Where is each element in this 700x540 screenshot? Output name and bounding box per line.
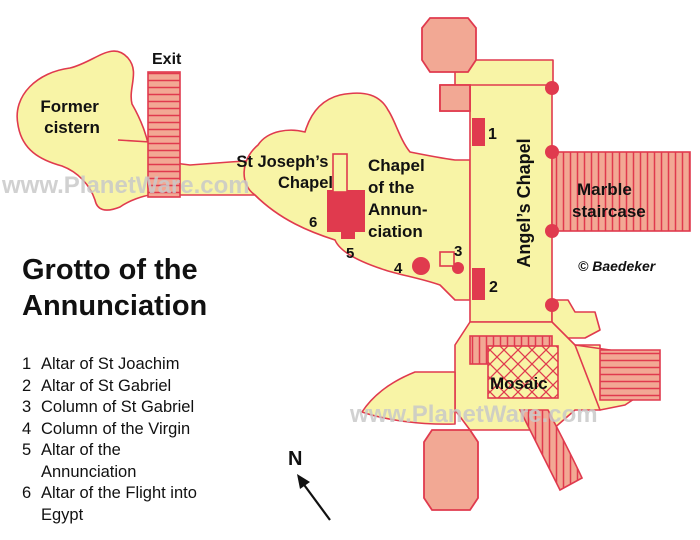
legend-item-text: Column of the Virgin [41, 419, 191, 438]
map-title: Grotto of the Annunciation [22, 252, 207, 324]
mosaic-area [487, 345, 559, 399]
legend-item: 5 Altar of the Annunciation [22, 440, 256, 483]
marker-2: 2 [489, 279, 498, 296]
north-arrow-line [301, 481, 331, 521]
legend-item-number: 3 [22, 398, 32, 416]
pillar-4 [545, 298, 559, 312]
wall-details [332, 153, 455, 267]
legend-item-text: Altar of the Flight into Egypt [41, 484, 197, 524]
east-staircase [599, 349, 661, 401]
marble-staircase-label: Marble staircase [572, 180, 646, 221]
altar-annunciation-marker [341, 225, 355, 239]
legend-item-number: 4 [22, 419, 32, 438]
marker-6: 6 [309, 214, 317, 231]
marble-staircase-steps [551, 151, 691, 232]
legend-item: 3 Column of St Gabriel [22, 397, 256, 419]
chapel-of-the-annunciation-label: Chapel of the Annun- ciation [368, 156, 432, 241]
exit-label: Exit [152, 51, 182, 68]
pillar-3 [545, 224, 559, 238]
credit-label: © Baedeker [578, 258, 657, 274]
column-st-gabriel-marker [452, 262, 464, 274]
marker-1: 1 [488, 126, 497, 143]
column-of-the-virgin-marker [412, 257, 430, 275]
legend-item-number: 1 [22, 355, 32, 373]
legend-item: 2 Altar of St Gabriel [22, 376, 256, 398]
st-joseph-niche [332, 153, 348, 193]
floor-plan [16, 50, 641, 431]
watermark-top: www.PlanetWare.com [1, 172, 250, 199]
marker-4: 4 [394, 260, 403, 277]
altar-st-gabriel-marker [472, 268, 485, 300]
marble-staircase-line-1: Marble [577, 180, 632, 199]
north-arrow-head-icon [297, 474, 310, 489]
octagonal-lobes [421, 17, 479, 511]
legend-item-text: Altar of St Gabriel [41, 376, 172, 395]
marble-staircase-line-2: staircase [572, 202, 646, 221]
chapel-annunciation-line-2: of the [368, 178, 414, 197]
chapel-annunciation-line-1: Chapel [368, 156, 425, 175]
st-josephs-chapel-label: St Joseph’s Chapel [236, 153, 333, 192]
altar-st-joachim-marker [472, 118, 485, 146]
st-josephs-chapel-label-line-1: St Joseph’s [236, 153, 328, 171]
legend-item-number: 6 [22, 484, 32, 502]
marker-5: 5 [346, 245, 354, 262]
map-title-line-2: Annunciation [22, 290, 208, 322]
north-arrow: N [288, 448, 331, 521]
st-josephs-chapel-label-line-2: Chapel [278, 174, 333, 192]
watermark-bottom: www.PlanetWare.com [349, 401, 598, 428]
mosaic-label: Mosaic [490, 374, 548, 393]
legend: 1 Altar of St Joachim 2 Altar of St Gabrie… [22, 354, 256, 526]
chapel-annunciation-line-4: ciation [368, 222, 423, 241]
marker-3: 3 [454, 243, 462, 260]
legend-item: 1 Altar of St Joachim [22, 354, 256, 376]
exit-staircase [147, 71, 181, 198]
south-west-area [361, 371, 456, 425]
southwest-staircase [518, 409, 584, 492]
northwest-corner-block [439, 84, 471, 112]
legend-item: 4 Column of the Virgin [22, 419, 256, 441]
north-arrow-label: N [288, 448, 302, 470]
legend-item-number: 5 [22, 441, 32, 459]
small-niche-3 [439, 251, 455, 267]
former-cistern-label: Former cistern [40, 97, 103, 137]
former-cistern-label-line-1: Former [40, 97, 99, 116]
south-lobe [423, 429, 479, 511]
legend-item-number: 2 [22, 376, 32, 395]
legend-item-text: Altar of the Annunciation [41, 441, 137, 481]
legend-item-text: Altar of St Joachim [41, 355, 180, 373]
pillar-1 [545, 81, 559, 95]
legend-item-text: Column of St Gabriel [41, 398, 195, 416]
features [327, 81, 559, 312]
map-title-line-1: Grotto of the [22, 254, 198, 286]
angels-chapel-label: Angel’s Chapel [514, 138, 534, 267]
pillar-2 [545, 145, 559, 159]
legend-item: 6 Altar of the Flight into Egypt [22, 483, 256, 526]
former-cistern-label-line-2: cistern [44, 118, 100, 137]
north-lobe [421, 17, 477, 73]
chapel-annunciation-line-3: Annun- [368, 200, 427, 219]
